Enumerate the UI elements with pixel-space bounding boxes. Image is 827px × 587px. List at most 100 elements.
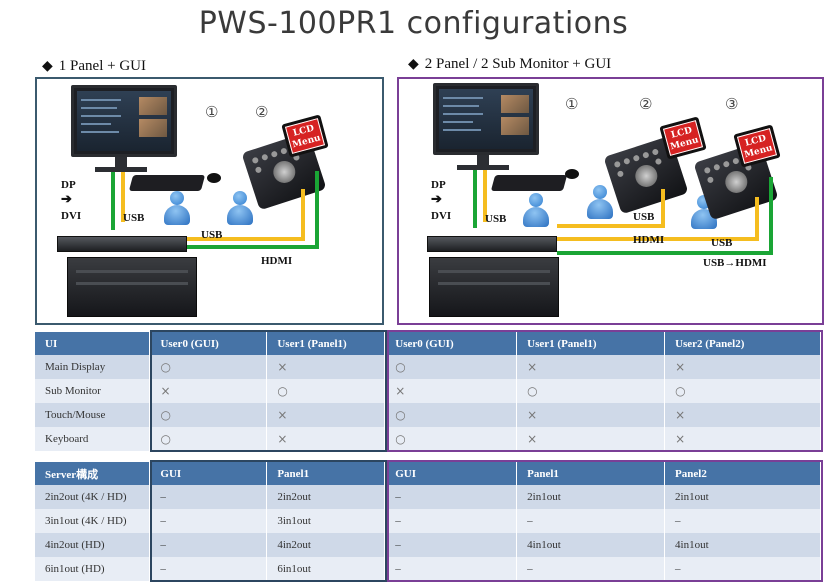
- lcd-menu-icon: LCD Menu: [659, 116, 707, 160]
- usb-label-2: USB: [633, 211, 655, 223]
- table-row: 2in2out (4K / HD) – 2in2out – 2in1out 2i…: [35, 485, 821, 509]
- usb-wire-panel1-vertical: [661, 189, 665, 228]
- table-cell: –: [516, 557, 666, 581]
- table-cell: ×: [516, 403, 666, 427]
- table-cell: ○: [384, 427, 518, 451]
- lcd-menu-label: LCD Menu: [284, 118, 326, 154]
- table-cell: 2in1out: [516, 485, 666, 509]
- marker-3: ③: [725, 95, 739, 113]
- table-row: 4in2out (HD) – 4in2out – 4in1out 4in1out: [35, 533, 821, 557]
- usb-wire-panel2: [557, 237, 757, 241]
- mouse-icon: [207, 173, 221, 183]
- ui-table: UI User0 (GUI) User1 (Panel1) User0 (GUI…: [35, 332, 821, 451]
- usb-wire-2: [187, 237, 303, 241]
- usb-label-1: USB: [123, 212, 145, 224]
- marker-2: ②: [255, 103, 269, 121]
- usb-wire-panel2-vertical: [755, 197, 759, 241]
- table-cell: –: [149, 533, 268, 557]
- server-header-cell: Panel2: [664, 462, 821, 485]
- row-label: 4in2out (HD): [35, 533, 151, 557]
- monitor-base: [95, 167, 147, 172]
- table-cell: ×: [266, 403, 386, 427]
- row-label: 3in1out (4K / HD): [35, 509, 151, 533]
- arrow-right-icon: ➔: [431, 191, 442, 206]
- usb-wire-2-vertical: [301, 189, 305, 241]
- arrow-right-icon: ➔: [61, 191, 72, 206]
- config-left-heading: ◆ 1 Panel + GUI: [42, 58, 146, 75]
- table-cell: 4in1out: [664, 533, 821, 557]
- table-cell: –: [516, 509, 666, 533]
- marker-1: ①: [205, 103, 219, 121]
- main-display-monitor-icon: [433, 83, 539, 155]
- server-header-cell: Panel1: [516, 462, 666, 485]
- table-cell: –: [149, 509, 268, 533]
- monitor-base: [457, 165, 509, 170]
- table-cell: ×: [384, 379, 518, 403]
- table-cell: 2in2out: [266, 485, 386, 509]
- table-cell: ○: [516, 379, 666, 403]
- table-cell: ×: [664, 403, 821, 427]
- rack-unit-icon: [427, 236, 557, 252]
- monitor-stand: [477, 155, 489, 165]
- table-cell: –: [384, 485, 518, 509]
- ui-header-cell: User0 (GUI): [149, 332, 268, 355]
- table-cell: 6in1out: [266, 557, 386, 581]
- table-cell: –: [384, 533, 518, 557]
- hdmi-wire-vertical: [769, 177, 773, 255]
- row-label: Sub Monitor: [35, 379, 151, 403]
- server-header-cell: GUI: [149, 462, 268, 485]
- dvi-label: DVI: [61, 210, 82, 222]
- table-cell: –: [664, 509, 821, 533]
- server-header-cell: Server構成: [35, 462, 151, 485]
- table-cell: –: [149, 485, 268, 509]
- keyboard-icon: [490, 175, 568, 191]
- table-cell: ○: [149, 403, 268, 427]
- table-cell: ○: [384, 403, 518, 427]
- server-table-header: Server構成 GUI Panel1 GUI Panel1 Panel2: [35, 462, 821, 485]
- server-table: Server構成 GUI Panel1 GUI Panel1 Panel2 2i…: [35, 462, 821, 581]
- config-left-heading-text: 1 Panel + GUI: [58, 58, 146, 74]
- row-label: 6in1out (HD): [35, 557, 151, 581]
- table-cell: 3in1out: [266, 509, 386, 533]
- user-icon: [162, 191, 192, 225]
- server-icon: [429, 257, 559, 317]
- hdmi-label: HDMI: [633, 234, 665, 246]
- hdmi-label: HDMI: [261, 255, 293, 267]
- table-cell: ×: [516, 355, 666, 379]
- table-row: Sub Monitor × ○ × ○ ○: [35, 379, 821, 403]
- ui-header-cell: User1 (Panel1): [266, 332, 386, 355]
- usb-wire-1: [121, 172, 125, 222]
- usb-label-3: USB: [711, 237, 733, 249]
- dp-label: DP: [61, 179, 76, 191]
- table-cell: ×: [664, 355, 821, 379]
- config-left-diagram: LCD Menu ① ② DP ➔ DVI USB USB HDMI: [35, 77, 384, 325]
- table-row: 6in1out (HD) – 6in1out – – –: [35, 557, 821, 581]
- diamond-bullet-icon: ◆: [42, 59, 53, 74]
- row-label: Main Display: [35, 355, 151, 379]
- keyboard-icon: [128, 175, 206, 191]
- table-row: Main Display ○ × ○ × ×: [35, 355, 821, 379]
- lcd-menu-icon: LCD Menu: [733, 124, 781, 168]
- main-display-monitor-icon: [71, 85, 177, 157]
- row-label: Touch/Mouse: [35, 403, 151, 427]
- table-cell: 2in1out: [664, 485, 821, 509]
- table-row: 3in1out (4K / HD) – 3in1out – – –: [35, 509, 821, 533]
- marker-1: ①: [565, 95, 579, 113]
- hdmi-wire-vertical: [315, 171, 319, 249]
- server-icon: [67, 257, 197, 317]
- table-cell: ×: [149, 379, 268, 403]
- usb-to-hdmi-label: USB→HDMI: [703, 257, 767, 269]
- lcd-menu-label: LCD Menu: [736, 128, 778, 164]
- table-cell: 4in1out: [516, 533, 666, 557]
- hdmi-wire: [187, 245, 317, 249]
- usb-wire-panel1: [557, 224, 663, 228]
- ui-header-cell: UI: [35, 332, 151, 355]
- usb-wire-1: [483, 170, 487, 222]
- table-cell: ○: [384, 355, 518, 379]
- dvi-wire: [473, 170, 477, 228]
- user-icon: [225, 191, 255, 225]
- table-cell: ○: [664, 379, 821, 403]
- server-header-cell: Panel1: [266, 462, 386, 485]
- table-cell: ×: [266, 427, 386, 451]
- table-cell: 4in2out: [266, 533, 386, 557]
